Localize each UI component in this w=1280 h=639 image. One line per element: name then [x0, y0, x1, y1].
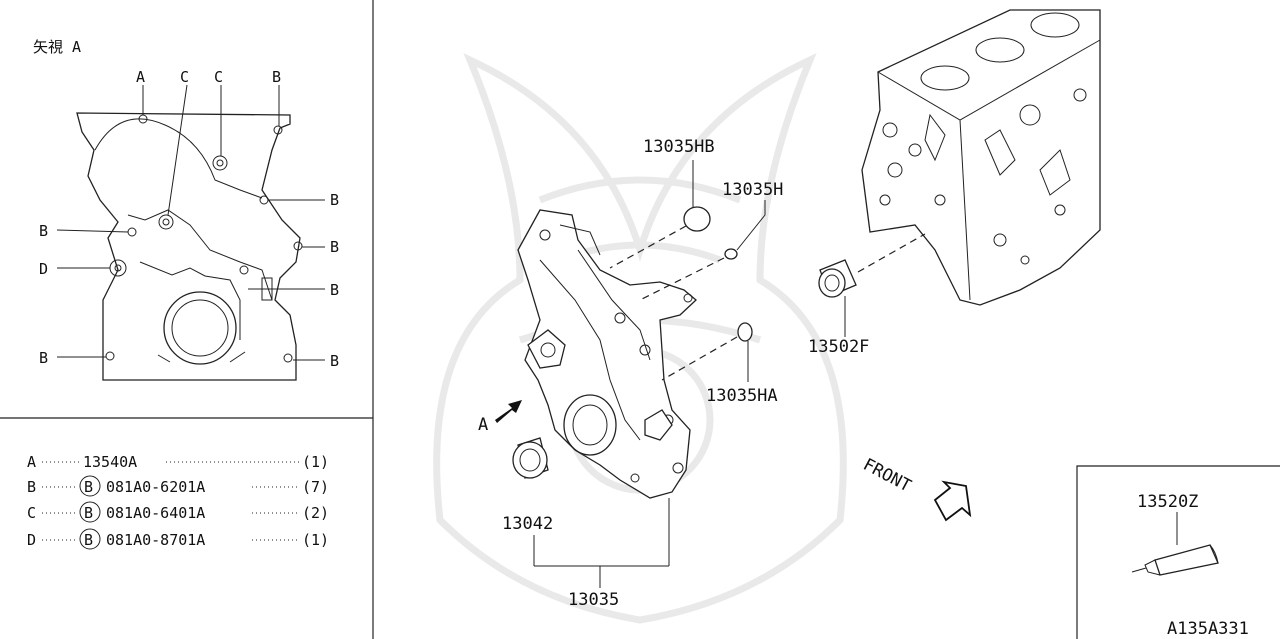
callout-b-left-2: B: [39, 349, 48, 367]
plug-13035ha: [737, 322, 753, 342]
circled-b-icon: [79, 501, 101, 523]
view-a-leader-lines: [56, 84, 325, 361]
legend-row: D B 081A0-8701A (1): [27, 528, 329, 550]
dash-seal-to-block: [857, 233, 926, 273]
legend-key: C: [27, 504, 36, 522]
sealant-panel-border: [1076, 465, 1280, 639]
front-cover-assembly: [517, 209, 697, 499]
legend-table: A 13540A (1) B B 081A0-6201A (7) C B 081…: [27, 453, 329, 550]
legend-key: A: [27, 453, 36, 471]
callout-c-2: C: [214, 68, 223, 86]
legend-part-number: 13540A: [83, 453, 137, 471]
legend-circled-letter: B: [84, 504, 93, 522]
label-13035: 13035: [568, 590, 619, 610]
seal-13502f: [818, 259, 857, 298]
callout-b-right-4: B: [330, 352, 339, 370]
view-a-label: 矢視 A: [33, 38, 81, 56]
oil-seal-13042: [512, 437, 549, 479]
leader-13035h: [736, 200, 766, 251]
legend-part-number: 081A0-6201A: [106, 478, 205, 496]
callout-c-1: C: [180, 68, 189, 86]
legend-part-number: 081A0-6401A: [106, 504, 205, 522]
legend-row: B B 081A0-6201A (7): [27, 475, 329, 497]
label-13042: 13042: [502, 514, 553, 534]
plug-13035h: [724, 248, 738, 260]
view-a-arrow-label: A: [478, 415, 488, 435]
callout-b-top: B: [272, 68, 281, 86]
legend-quantity: (2): [302, 504, 329, 522]
plug-13035hb: [683, 206, 711, 232]
view-a-callouts: A C C B B B B B B D B: [39, 68, 339, 370]
legend-circled-letter: B: [84, 478, 93, 496]
legend-key: B: [27, 478, 36, 496]
engine-block: [861, 9, 1101, 306]
callout-a: A: [136, 68, 145, 86]
circled-b-icon: [79, 528, 101, 550]
legend-row: C B 081A0-6401A (2): [27, 501, 329, 523]
legend-key: D: [27, 531, 36, 549]
bracket-13035: [533, 498, 670, 588]
label-13035hb: 13035HB: [643, 137, 715, 157]
legend-quantity: (1): [302, 453, 329, 471]
front-label: FRONT: [860, 455, 915, 497]
diagram-code: A135A331: [1167, 619, 1249, 639]
view-a-arrow-icon: [495, 400, 522, 423]
legend-quantity: (7): [302, 478, 329, 496]
legend-part-number: 081A0-8701A: [106, 531, 205, 549]
callout-b-right-2: B: [330, 238, 339, 256]
label-13035h: 13035H: [722, 180, 783, 200]
label-13520z: 13520Z: [1137, 492, 1198, 512]
dash-13035ha: [661, 336, 738, 381]
label-13035ha: 13035HA: [706, 386, 778, 406]
legend-circled-letter: B: [84, 531, 93, 549]
dash-13035h: [639, 257, 725, 301]
callout-d: D: [39, 260, 48, 278]
callout-b-right-1: B: [330, 191, 339, 209]
sealant-tube: [1131, 544, 1219, 576]
dash-13035hb: [609, 225, 687, 269]
legend-row: A 13540A (1): [27, 453, 329, 471]
front-cover-view-a: [76, 112, 303, 381]
legend-quantity: (1): [302, 531, 329, 549]
front-arrow-icon: [933, 480, 972, 522]
callout-b-right-3: B: [330, 281, 339, 299]
label-13502f: 13502F: [808, 337, 869, 357]
callout-b-left-1: B: [39, 222, 48, 240]
circled-b-icon: [79, 475, 101, 497]
